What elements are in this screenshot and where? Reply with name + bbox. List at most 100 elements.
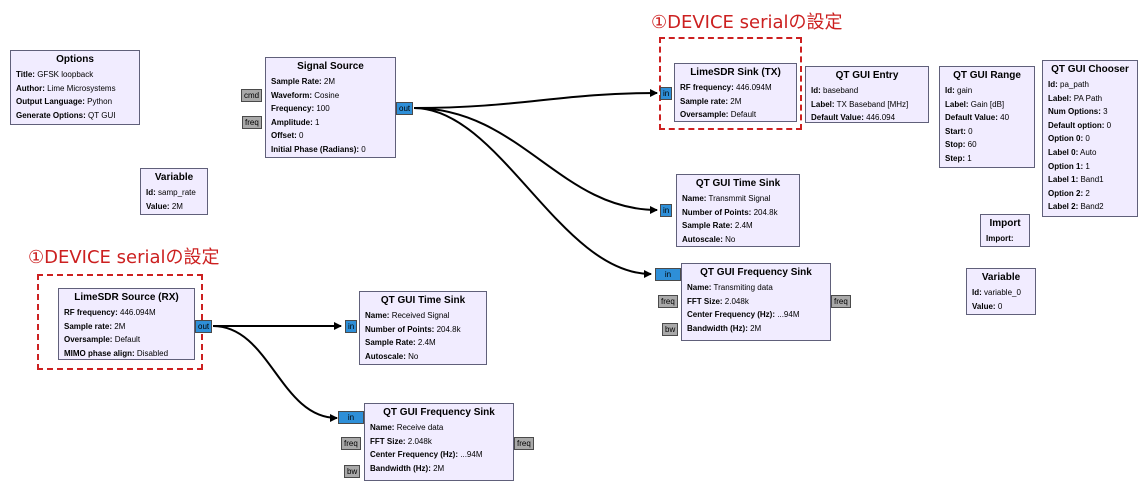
limesdr-source-block[interactable]: LimeSDR Source (RX) RF frequency: 446.09… — [58, 288, 195, 360]
param-row: Sample rate: 2M — [680, 96, 742, 106]
param-row: Label 0: Auto — [1048, 147, 1097, 157]
signal-source-out-port[interactable]: out — [396, 102, 414, 115]
block-title: QT GUI Chooser — [1051, 64, 1129, 75]
param-row: Offset: 0 — [271, 131, 304, 141]
block-title: LimeSDR Sink (TX) — [690, 67, 781, 78]
param-row: Number of Points: 204.8k — [365, 324, 461, 334]
param-row: Option 2: 2 — [1048, 188, 1090, 198]
param-row: Center Frequency (Hz): ...94M — [687, 310, 800, 320]
param-row: Label 2: Band2 — [1048, 202, 1104, 212]
block-title: LimeSDR Source (RX) — [74, 292, 179, 303]
param-row: Oversample: Default — [680, 110, 757, 120]
param-row: Name: Received Signal — [365, 311, 450, 320]
qt-gui-entry-block[interactable]: QT GUI Entry Id: baseband Label: TX Base… — [805, 66, 929, 123]
param-row: Id: baseband — [811, 86, 859, 95]
block-title: QT GUI Frequency Sink — [383, 407, 495, 418]
param-row: Label: TX Baseband [MHz] — [811, 99, 909, 109]
param-row: Frequency: 100 — [271, 104, 330, 114]
param-row: RF frequency: 446.094M — [680, 83, 772, 92]
time-sink-tx-in-port[interactable]: in — [660, 204, 673, 217]
block-title: Import — [989, 218, 1021, 229]
param-row: Id: variable_0 — [972, 288, 1021, 297]
qt-gui-time-sink-tx-block[interactable]: QT GUI Time Sink Name: Transmmit Signal … — [676, 174, 800, 247]
param-row: Initial Phase (Radians): 0 — [271, 144, 366, 154]
freq-sink-tx-freq-out-port[interactable]: freq — [831, 295, 851, 308]
block-title: QT GUI Time Sink — [695, 178, 781, 189]
limesdr-sink-block[interactable]: LimeSDR Sink (TX) RF frequency: 446.094M… — [674, 63, 797, 122]
limesdr-source-out-port[interactable]: out — [195, 320, 213, 333]
param-row: Number of Points: 204.8k — [682, 207, 778, 217]
block-title: Variable — [981, 272, 1021, 283]
param-row: Default Value: 446.094 — [811, 113, 896, 123]
freq-sink-tx-in-port[interactable]: in — [655, 268, 681, 281]
param-row: FFT Size: 2.048k — [370, 436, 432, 446]
param-row: Default Value: 40 — [945, 113, 1010, 123]
qt-gui-time-sink-rx-block[interactable]: QT GUI Time Sink Name: Received Signal N… — [359, 291, 487, 365]
freq-sink-tx-bw-port[interactable]: bw — [662, 323, 679, 336]
block-title: Variable — [154, 172, 194, 183]
param-row: Value: 2M — [146, 201, 183, 211]
freq-sink-tx-freq-in-port[interactable]: freq — [658, 295, 678, 308]
param-row: Center Frequency (Hz): ...94M — [370, 450, 483, 460]
param-row: RF frequency: 446.094M — [64, 308, 156, 317]
param-row: Id: pa_path — [1048, 80, 1089, 89]
wire-signal-to-freq-sink-tx — [413, 107, 652, 278]
freq-sink-rx-freq-in-port[interactable]: freq — [341, 437, 361, 450]
param-row: FFT Size: 2.048k — [687, 296, 749, 306]
wire-source-to-freq-sink-rx — [212, 325, 338, 422]
options-block[interactable]: Options Title: GFSK loopback Author: Lim… — [10, 50, 140, 125]
qt-gui-freq-sink-tx-block[interactable]: QT GUI Frequency Sink Name: Transmiting … — [681, 263, 831, 341]
block-title: QT GUI Time Sink — [380, 295, 466, 306]
signal-source-cmd-port[interactable]: cmd — [241, 89, 263, 102]
variable-samp-rate-block[interactable]: Variable Id: samp_rate Value: 2M — [140, 168, 208, 215]
param-row: Sample rate: 2M — [64, 321, 126, 331]
param-row: Id: gain — [945, 86, 973, 95]
variable-0-block[interactable]: Variable Id: variable_0 Value: 0 — [966, 268, 1036, 315]
param-row: Name: Transmmit Signal — [682, 194, 771, 203]
param-row: Option 1: 1 — [1048, 161, 1090, 171]
freq-sink-rx-in-port[interactable]: in — [338, 411, 364, 424]
param-row: Waveform: Cosine — [271, 90, 340, 100]
param-row: Autoscale: No — [365, 351, 419, 361]
time-sink-rx-in-port[interactable]: in — [345, 320, 358, 333]
annotation-label-rx: ①DEVICE serialの設定 — [28, 247, 220, 268]
param-row: MIMO phase align: Disabled — [64, 348, 169, 358]
block-title: QT GUI Range — [953, 70, 1021, 81]
param-row: Option 0: 0 — [1048, 134, 1090, 144]
annotation-label-tx: ①DEVICE serialの設定 — [651, 12, 843, 33]
param-row: Name: Transmiting data — [687, 283, 773, 292]
signal-source-block[interactable]: Signal Source Sample Rate: 2M Waveform: … — [265, 57, 396, 158]
param-row: Import: — [986, 234, 1014, 243]
qt-gui-freq-sink-rx-block[interactable]: QT GUI Frequency Sink Name: Receive data… — [364, 403, 514, 481]
block-title: QT GUI Frequency Sink — [700, 267, 812, 278]
import-block[interactable]: Import Import: — [980, 214, 1030, 247]
block-title: Signal Source — [297, 61, 364, 72]
param-row: Amplitude: 1 — [271, 117, 320, 127]
param-row: Label 1: Band1 — [1048, 175, 1104, 185]
qt-gui-range-block[interactable]: QT GUI Range Id: gain Label: Gain [dB] D… — [939, 66, 1035, 168]
param-row: Label: Gain [dB] — [945, 99, 1005, 109]
freq-sink-rx-bw-port[interactable]: bw — [344, 465, 361, 478]
annotation-box-tx — [659, 37, 802, 130]
limesdr-sink-in-port[interactable]: in — [660, 87, 673, 100]
param-row: Title: GFSK loopback — [16, 70, 94, 79]
param-row: Stop: 60 — [945, 140, 977, 150]
block-title: QT GUI Entry — [835, 70, 899, 81]
param-row: Author: Lime Microsystems — [16, 83, 116, 93]
param-row: Generate Options: QT GUI — [16, 110, 116, 120]
param-row: Start: 0 — [945, 126, 973, 136]
param-row: Sample Rate: 2.4M — [365, 338, 436, 348]
param-row: Num Options: 3 — [1048, 107, 1108, 117]
param-row: Sample Rate: 2.4M — [682, 221, 753, 231]
param-row: Output Language: Python — [16, 97, 113, 107]
param-row: Name: Receive data — [370, 423, 444, 432]
param-row: Label: PA Path — [1048, 93, 1103, 103]
param-row: Id: samp_rate — [146, 188, 196, 197]
signal-source-freq-port[interactable]: freq — [242, 116, 262, 129]
param-row: Bandwidth (Hz): 2M — [370, 463, 445, 473]
param-row: Sample Rate: 2M — [271, 77, 336, 86]
qt-gui-chooser-block[interactable]: QT GUI Chooser Id: pa_path Label: PA Pat… — [1042, 60, 1138, 217]
freq-sink-rx-freq-out-port[interactable]: freq — [514, 437, 534, 450]
param-row: Step: 1 — [945, 153, 972, 163]
wire-signal-to-lime-sink — [413, 89, 658, 109]
